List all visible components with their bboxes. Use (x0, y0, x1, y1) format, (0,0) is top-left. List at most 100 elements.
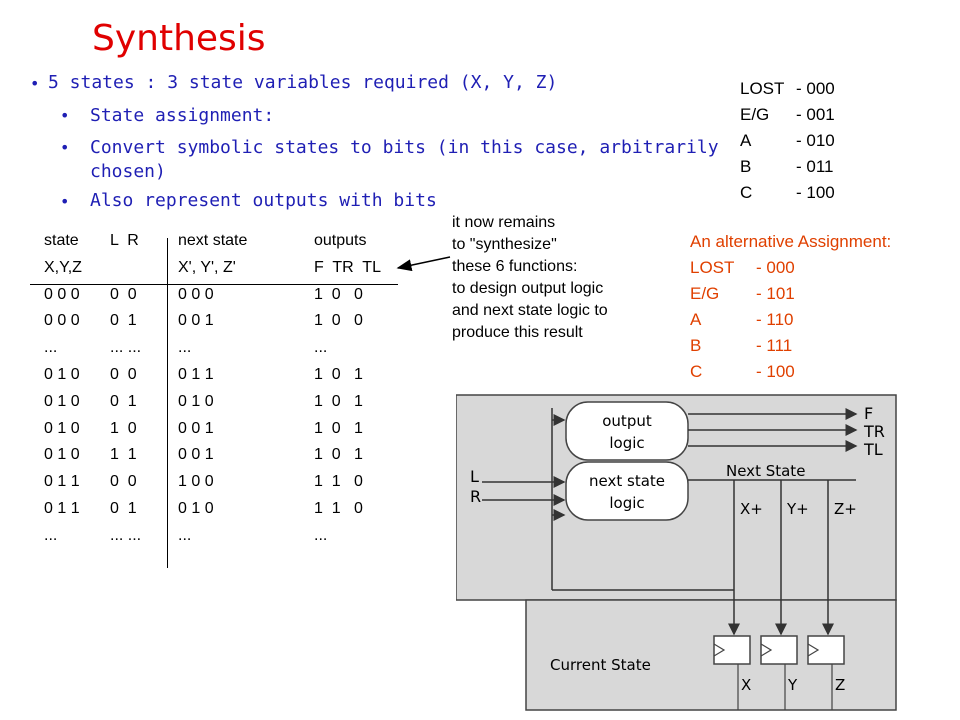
table-cell: 0 0 (110, 473, 137, 491)
next-z-label: Z+ (834, 500, 857, 518)
flipflop-y (760, 635, 798, 665)
state-assignment: LOST- 000 E/G- 001 A- 010 B- 011 C- 100 (740, 76, 835, 206)
table-cell: 1 1 (110, 446, 137, 464)
table-cell: ... (178, 339, 192, 357)
table-cell: 1 1 0 (314, 473, 363, 491)
alt-row: E/G - 101 (690, 281, 891, 307)
current-z-label: Z (835, 676, 845, 694)
table-cell: 1 0 1 (314, 446, 363, 464)
bullet-dot: • (60, 106, 70, 125)
bullet-3: Convert symbolic states to bits (in this… (90, 137, 719, 158)
table-row: ...... ......... (44, 339, 327, 366)
bullet-2: State assignment: (90, 105, 275, 126)
table-cell: 0 0 (110, 285, 137, 303)
state-code: - 100 (796, 183, 835, 202)
table-cell: 0 0 1 (178, 312, 214, 330)
table-cell: ... (178, 526, 192, 544)
table-cell: 0 0 0 (44, 285, 80, 303)
table-cell: 0 1 0 (44, 446, 80, 464)
state-name: A (690, 310, 702, 329)
table-cell: ... (314, 339, 328, 357)
table-cell: 0 0 (110, 365, 137, 383)
table-cell: 0 0 0 (44, 312, 80, 330)
clock-icon (760, 643, 773, 657)
state-code: - 011 (796, 157, 834, 176)
table-cell: 0 1 0 (178, 392, 214, 410)
table-cell: ... (44, 526, 58, 544)
header-cell: X,Y,Z (44, 258, 82, 276)
clock-icon (713, 643, 726, 657)
table-cell: 0 1 (110, 312, 137, 330)
next-y-label: Y+ (786, 500, 809, 518)
output-logic-block (565, 401, 689, 461)
table-cell: 0 1 1 (44, 473, 80, 491)
state-name: LOST (740, 79, 785, 98)
next-x-label: X+ (740, 500, 763, 518)
header-cell: next state (178, 232, 248, 249)
bullet-dot: • (60, 192, 70, 211)
state-code: - 000 (756, 258, 795, 277)
table-cell: 1 1 0 (314, 499, 363, 517)
bullet-dot: • (30, 74, 40, 93)
state-name: B (690, 336, 702, 355)
note-line: and next state logic to (452, 302, 608, 319)
state-code: - 101 (756, 284, 795, 303)
state-name: C (690, 362, 703, 381)
table-divider-vertical (167, 238, 168, 568)
assignment-row: LOST - 000 (740, 76, 835, 102)
table-row: 0 1 1 0 0 1 0 0 1 1 0 (44, 473, 363, 500)
input-r-label: R (470, 487, 481, 506)
alt-row: LOST- 000 (690, 255, 891, 281)
table-row: 0 1 1 0 1 0 1 0 1 1 0 (44, 500, 363, 527)
table-divider-horizontal (30, 284, 398, 285)
current-state-label: Current State (550, 656, 651, 674)
table-cell: 0 1 0 (178, 499, 214, 517)
state-code: - 000 (796, 79, 835, 98)
table-cell: ... ... (110, 526, 142, 544)
next-state-logic-label: logic (609, 494, 644, 512)
arrow-line (396, 256, 451, 272)
clock-icon (807, 643, 820, 657)
table-cell: 0 1 (110, 499, 137, 517)
state-code: - 111 (756, 336, 793, 355)
flipflop-z (807, 635, 845, 665)
note-line: produce this result (452, 324, 583, 341)
state-name: E/G (690, 284, 720, 303)
table-cell: 0 0 1 (178, 419, 214, 437)
next-state-logic-block (565, 461, 689, 521)
table-cell: 1 0 0 (178, 473, 214, 491)
state-name: E/G (740, 105, 770, 124)
alt-assignment: An alternative Assignment: LOST- 000 E/G… (690, 229, 891, 385)
state-name: C (740, 183, 753, 202)
table-cell: 0 1 0 (44, 365, 80, 383)
truth-table: state L R next state outputs X,Y,Z X', Y… (44, 232, 381, 554)
state-code: - 100 (756, 362, 795, 381)
output-f-label: F (864, 404, 873, 423)
bullet-3-cont: chosen) (90, 161, 166, 182)
note-line: to design output logic (452, 280, 604, 297)
assignment-row: E/G - 001 (740, 102, 835, 128)
bullet-dot: • (60, 138, 70, 157)
table-cell: 1 0 1 (314, 392, 363, 410)
alt-row: C - 100 (690, 359, 891, 385)
header-cell: state (44, 232, 79, 249)
table-cell: ... (314, 526, 328, 544)
table-cell: 1 0 1 (314, 365, 363, 383)
table-cell: 0 1 1 (44, 499, 80, 517)
synthesis-note: it now remains to "synthesize" these 6 f… (452, 212, 608, 344)
note-line: these 6 functions: (452, 258, 578, 275)
input-l-label: L (470, 467, 479, 486)
flipflop-x (713, 635, 751, 665)
state-code: - 001 (796, 105, 835, 124)
output-logic-label: output (602, 412, 652, 430)
table-cell: ... ... (110, 339, 142, 357)
header-cell: outputs (314, 232, 367, 249)
fsm-block-diagram: output logic next state logic F TR TL L … (456, 394, 897, 711)
table-cell: 1 0 (110, 419, 137, 437)
